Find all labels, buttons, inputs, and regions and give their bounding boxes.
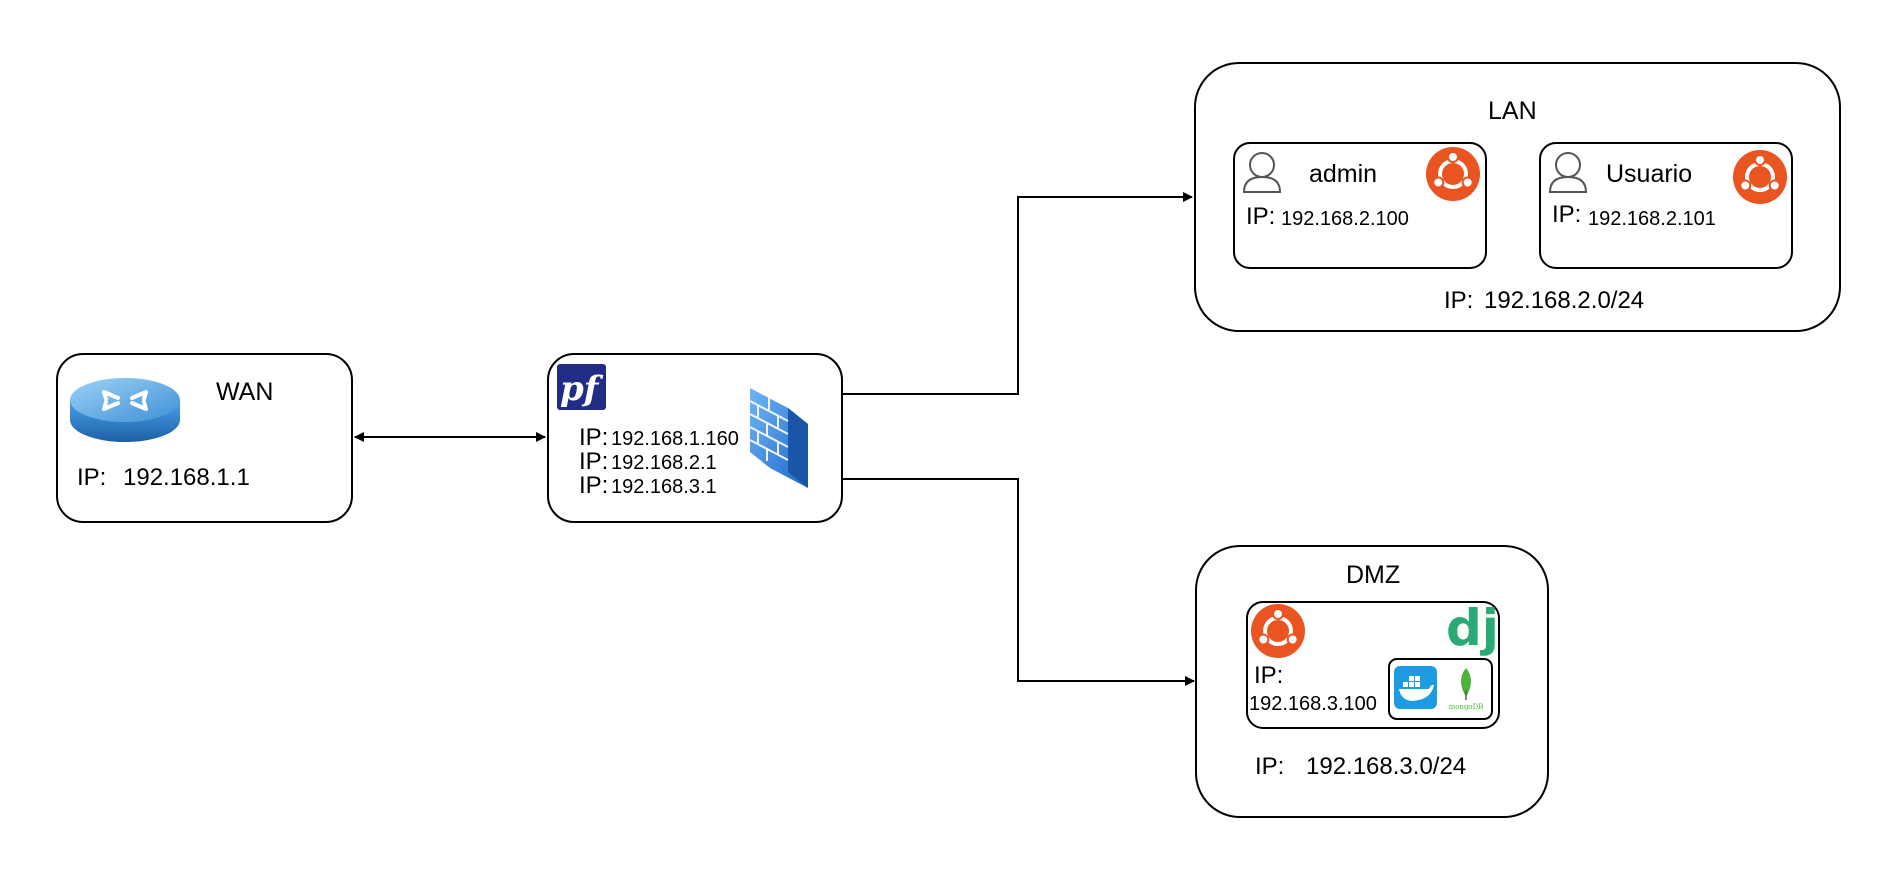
lan-host-admin[interactable]: admin IP: 192.168.2.100 [1233, 142, 1487, 269]
docker-icon [1394, 666, 1437, 709]
services-container: mongoDB [1388, 658, 1493, 720]
lan-title: LAN [1488, 97, 1537, 125]
connections [354, 192, 1195, 686]
usuario-ip-prefix: IP: [1552, 201, 1581, 228]
firewall-ip-2: 192.168.2.1 [611, 452, 717, 474]
ubuntu-icon [1733, 150, 1787, 204]
firewall-lan-link [843, 192, 1193, 395]
mongodb-icon: mongoDB [1449, 668, 1484, 711]
lan-host-usuario[interactable]: Usuario IP: 192.168.2.101 [1539, 142, 1793, 269]
firewall-brick-icon [749, 388, 808, 488]
pfsense-logo: pf [557, 364, 606, 410]
wan-ip-prefix: IP: [77, 464, 106, 491]
router-icon [70, 378, 180, 442]
usuario-ip: 192.168.2.101 [1588, 208, 1716, 230]
firewall-ip-3: 192.168.3.1 [611, 476, 717, 498]
firewall-ip-1-prefix: IP: [579, 424, 608, 451]
user-icon [1548, 152, 1588, 193]
firewall-ip-1: 192.168.1.160 [611, 428, 739, 450]
dmz-subnet-prefix: IP: [1255, 753, 1284, 780]
ubuntu-icon [1251, 604, 1305, 658]
lan-subnet-prefix: IP: [1444, 287, 1473, 314]
lan-zone[interactable]: LAN admin IP: 192.168.2.100 [1194, 62, 1841, 332]
dmz-zone[interactable]: DMZ dj IP: 192.168.3.100 [1195, 545, 1549, 818]
svg-text:mongoDB: mongoDB [1449, 703, 1484, 711]
dmz-server-ip-prefix: IP: [1254, 662, 1283, 689]
admin-ip-prefix: IP: [1246, 203, 1275, 230]
firewall-ip-3-prefix: IP: [579, 472, 608, 499]
dmz-server-ip: 192.168.3.100 [1249, 693, 1377, 715]
wan-title: WAN [216, 378, 273, 406]
django-logo: dj [1446, 599, 1499, 657]
firewall-dmz-link [843, 478, 1195, 686]
wan-ip-value: 192.168.1.1 [123, 464, 250, 491]
firewall-ip-2-prefix: IP: [579, 448, 608, 475]
admin-ip: 192.168.2.100 [1281, 208, 1409, 230]
ubuntu-icon [1426, 147, 1480, 201]
wan-node[interactable]: WAN IP: 192.168.1.1 [56, 353, 353, 523]
lan-subnet: 192.168.2.0/24 [1484, 287, 1644, 314]
usuario-name: Usuario [1606, 160, 1692, 188]
firewall-node[interactable]: pf IP: 192.168.1.160 IP: 192.168.2.1 IP:… [547, 353, 843, 523]
dmz-subnet: 192.168.3.0/24 [1306, 753, 1466, 780]
dmz-server[interactable]: dj IP: 192.168.3.100 [1246, 599, 1500, 729]
dmz-title: DMZ [1346, 561, 1400, 589]
svg-text:pf: pf [560, 369, 604, 409]
user-icon [1242, 152, 1282, 193]
admin-name: admin [1309, 160, 1377, 188]
